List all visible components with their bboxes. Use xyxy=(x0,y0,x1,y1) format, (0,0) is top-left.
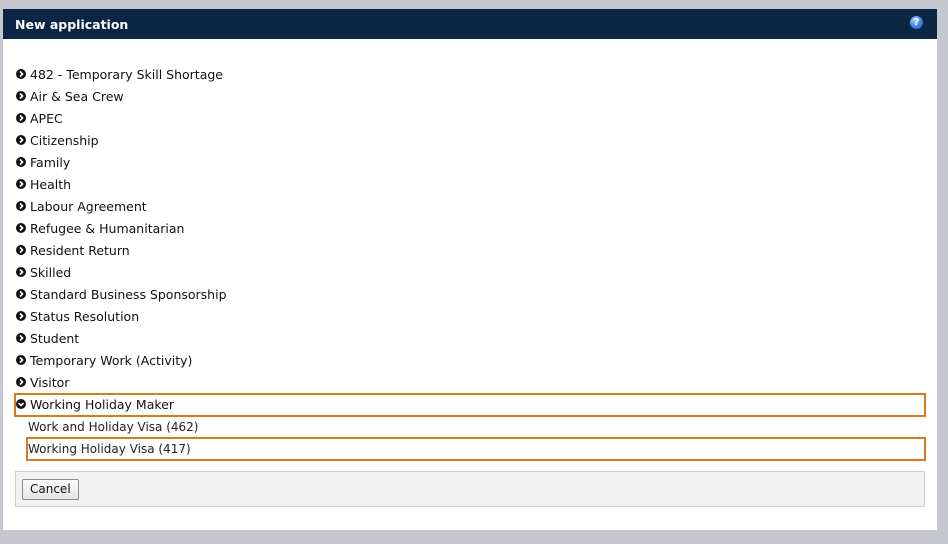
category-label: Temporary Work (Activity) xyxy=(30,353,193,368)
chevron-right-icon xyxy=(16,311,26,321)
category-label: Health xyxy=(30,177,72,192)
category-label: Family xyxy=(30,155,71,170)
subitem-work-and-holiday-visa-462[interactable]: Work and Holiday Visa (462) xyxy=(15,416,925,438)
category-item-resident-return[interactable]: Resident Return xyxy=(15,240,925,262)
chevron-right-icon xyxy=(16,69,26,79)
chevron-right-icon xyxy=(16,91,26,101)
category-item-air-sea-crew[interactable]: Air & Sea Crew xyxy=(15,86,925,108)
chevron-right-icon xyxy=(16,179,26,189)
category-label: Resident Return xyxy=(30,243,130,258)
category-label: Labour Agreement xyxy=(30,199,147,214)
category-item-labour-agreement[interactable]: Labour Agreement xyxy=(15,196,925,218)
category-label: Air & Sea Crew xyxy=(30,89,124,104)
help-icon[interactable]: ? xyxy=(910,16,923,29)
category-item-temporary-work-activity[interactable]: Temporary Work (Activity) xyxy=(15,350,925,372)
category-item-visitor[interactable]: Visitor xyxy=(15,372,925,394)
subitem-label: Working Holiday Visa (417) xyxy=(28,442,191,456)
category-item-apec[interactable]: APEC xyxy=(15,108,925,130)
chevron-right-icon xyxy=(16,201,26,211)
chevron-right-icon xyxy=(16,267,26,277)
chevron-right-icon xyxy=(16,223,26,233)
category-label: Student xyxy=(30,331,80,346)
category-label: Visitor xyxy=(30,375,70,390)
visa-category-list: 482 - Temporary Skill Shortage Air & Sea… xyxy=(14,64,926,461)
chevron-right-icon xyxy=(16,333,26,343)
chevron-right-icon xyxy=(16,245,26,255)
chevron-right-icon xyxy=(16,113,26,123)
category-label: Skilled xyxy=(30,265,72,280)
subitem-working-holiday-visa-417[interactable]: Working Holiday Visa (417) xyxy=(26,437,926,461)
category-label: 482 - Temporary Skill Shortage xyxy=(30,67,223,82)
category-item-482[interactable]: 482 - Temporary Skill Shortage xyxy=(15,64,925,86)
category-item-working-holiday-maker[interactable]: Working Holiday Maker xyxy=(14,393,926,417)
category-item-standard-business-sponsorship[interactable]: Standard Business Sponsorship xyxy=(15,284,925,306)
chevron-right-icon xyxy=(16,355,26,365)
chevron-right-icon xyxy=(16,157,26,167)
category-label: APEC xyxy=(30,111,63,126)
category-item-refugee-humanitarian[interactable]: Refugee & Humanitarian xyxy=(15,218,925,240)
category-item-family[interactable]: Family xyxy=(15,152,925,174)
subitem-label: Work and Holiday Visa (462) xyxy=(28,420,199,434)
dialog-footer: Cancel xyxy=(15,471,925,507)
category-item-citizenship[interactable]: Citizenship xyxy=(15,130,925,152)
chevron-right-icon xyxy=(16,135,26,145)
cancel-button[interactable]: Cancel xyxy=(22,479,79,500)
category-label: Working Holiday Maker xyxy=(30,397,174,412)
category-item-health[interactable]: Health xyxy=(15,174,925,196)
category-label: Refugee & Humanitarian xyxy=(30,221,185,236)
dialog-title: New application xyxy=(15,17,129,32)
category-item-status-resolution[interactable]: Status Resolution xyxy=(15,306,925,328)
chevron-down-icon xyxy=(16,399,26,409)
category-label: Standard Business Sponsorship xyxy=(30,287,227,302)
new-application-dialog: New application ? 482 - Temporary Skill … xyxy=(3,9,937,530)
category-item-skilled[interactable]: Skilled xyxy=(15,262,925,284)
category-label: Status Resolution xyxy=(30,309,140,324)
category-label: Citizenship xyxy=(30,133,99,148)
dialog-titlebar: New application ? xyxy=(3,9,937,39)
chevron-right-icon xyxy=(16,289,26,299)
category-item-student[interactable]: Student xyxy=(15,328,925,350)
chevron-right-icon xyxy=(16,377,26,387)
